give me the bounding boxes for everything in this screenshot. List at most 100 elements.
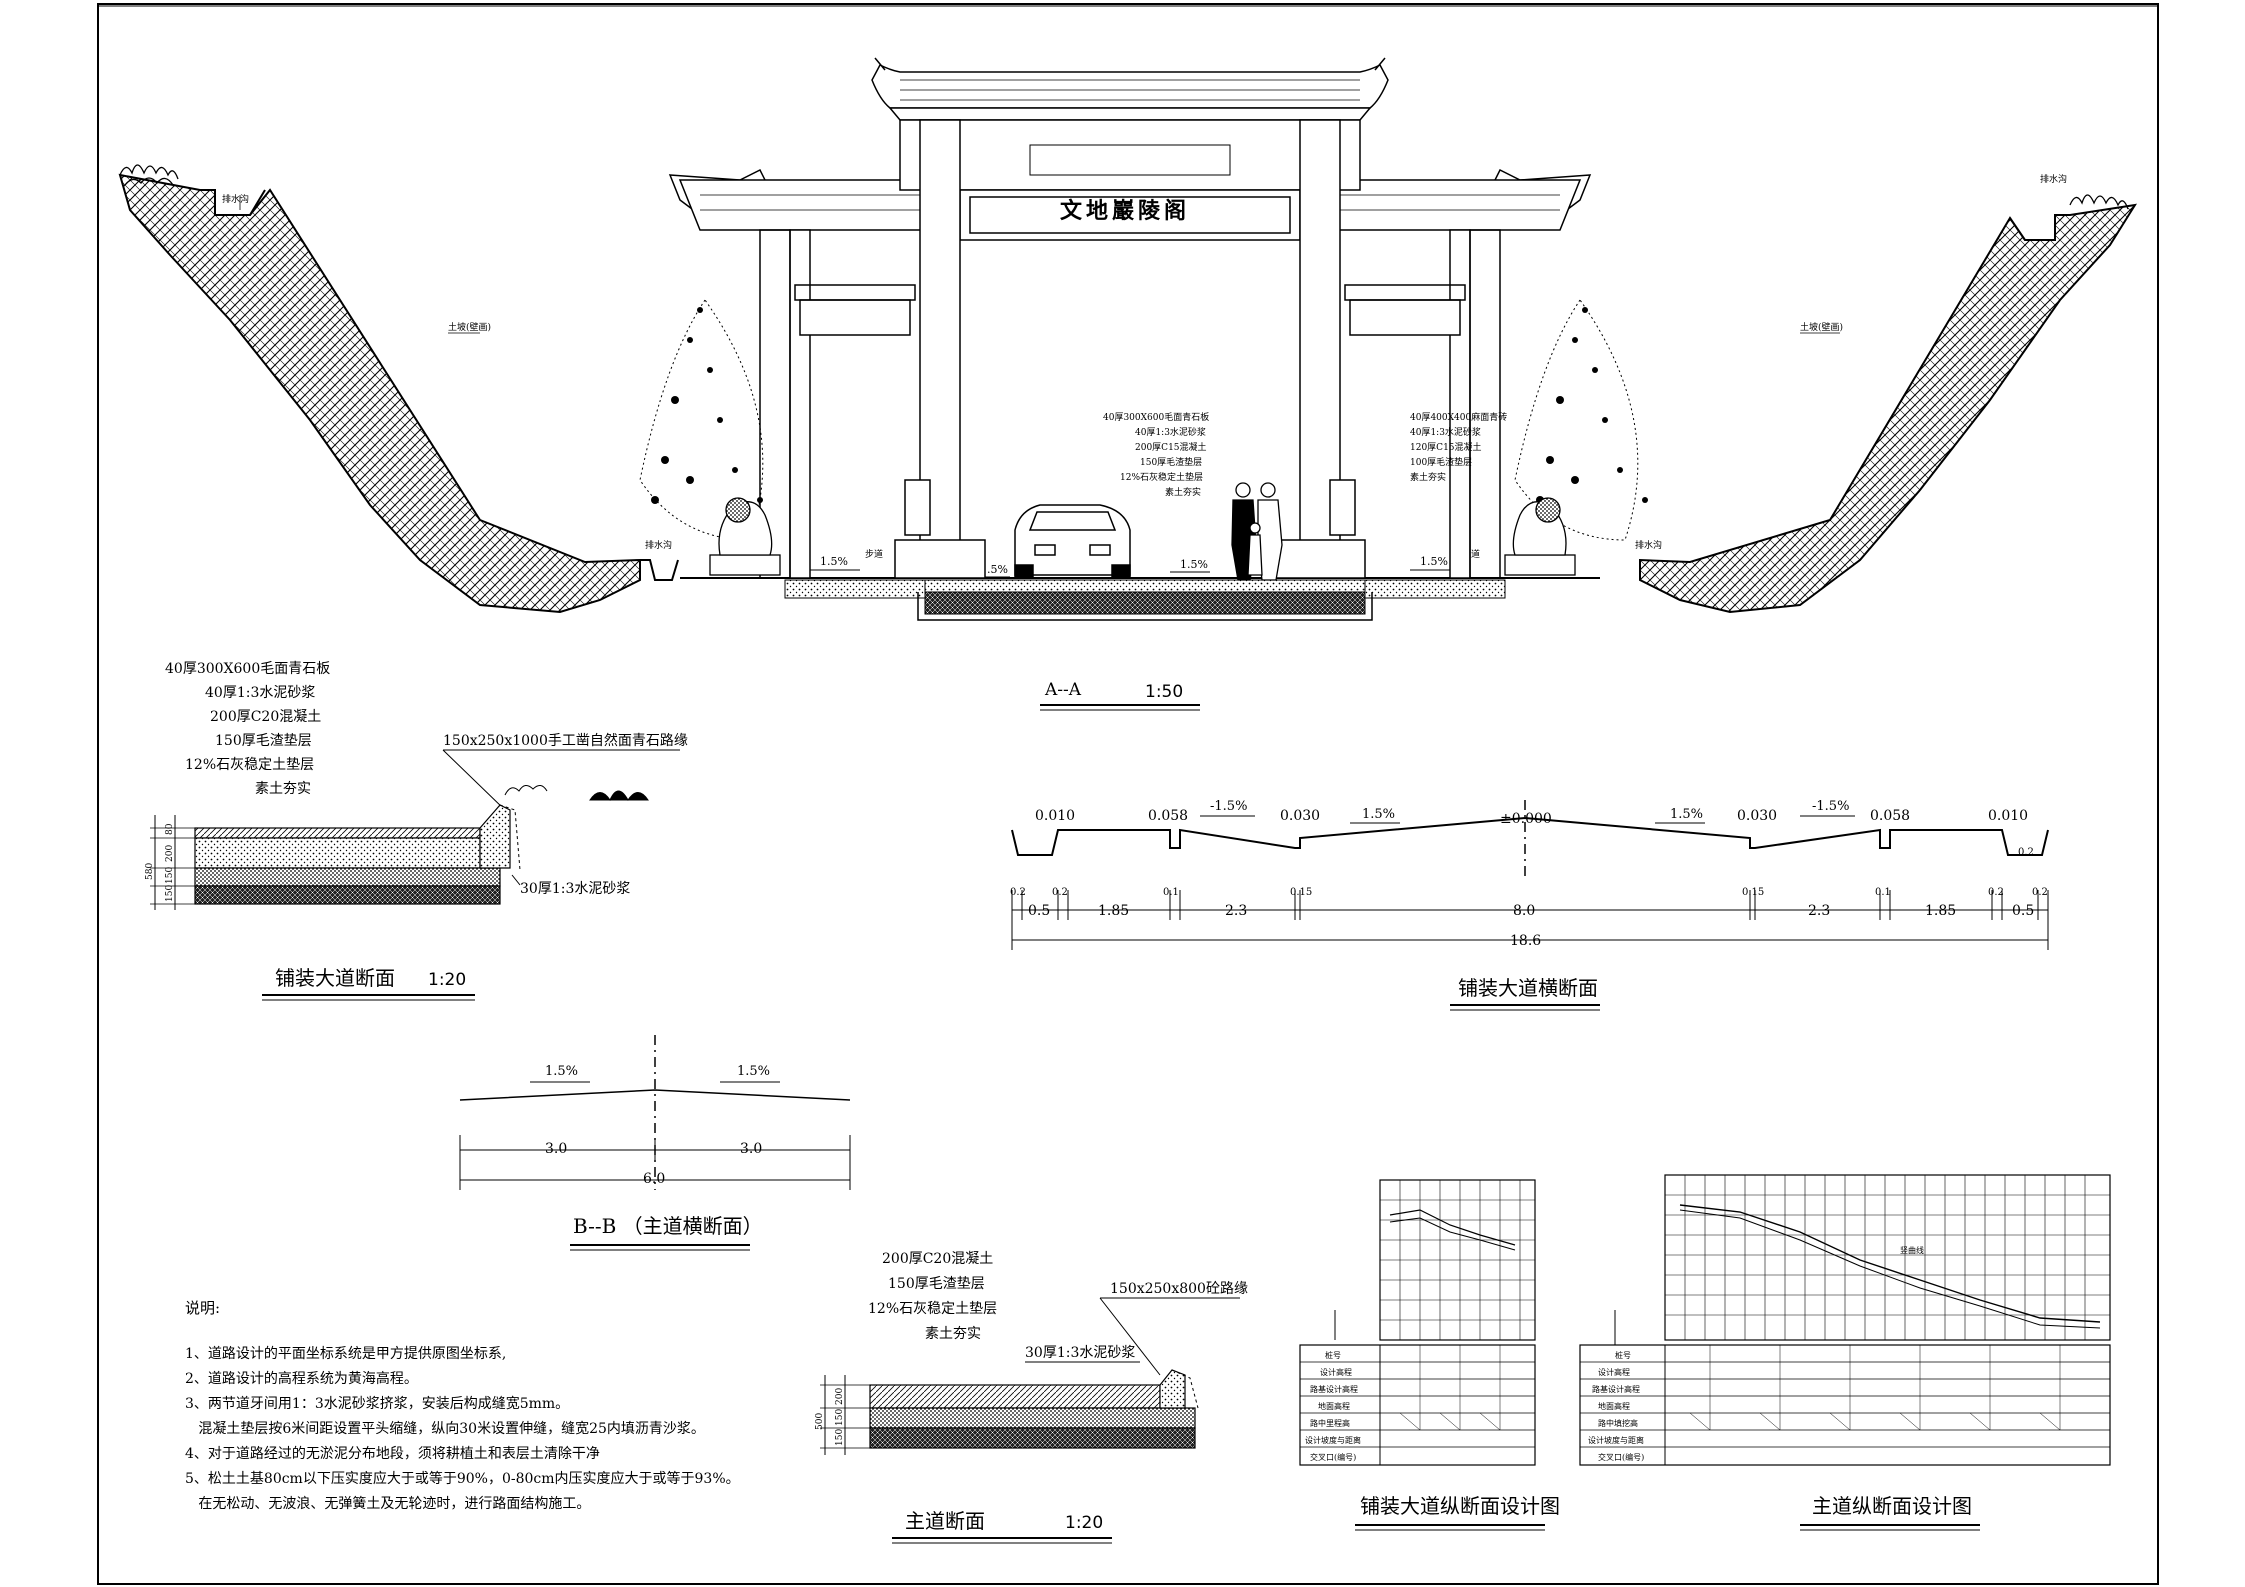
aa-layer-left-5: 12%石灰稳定土垫层 xyxy=(1120,471,1203,483)
lion-statue-left xyxy=(709,497,781,576)
bb-profile xyxy=(459,1089,851,1101)
note-line-6: 5、松土土基80cm以下压实度应大于或等于90%，0-80cm内压实度应大于或等… xyxy=(185,1470,740,1487)
pm-row-3: 路基设计高程 xyxy=(1592,1384,1640,1394)
pc-off-8: 0.2 xyxy=(2032,887,2048,898)
embankment-left xyxy=(118,173,641,614)
note-line-3: 3、两节道牙间用1：3水泥砂浆挤浆，安装后构成缝宽5mm。 xyxy=(185,1395,569,1412)
ps-dim-2: 200 xyxy=(165,845,175,862)
ps-layer-2: 40厚1:3水泥砂浆 xyxy=(205,685,315,701)
pp-row-5: 路中里程高 xyxy=(1310,1418,1350,1428)
ms-curb-label: 150x250x800砼路缘 xyxy=(1110,1281,1248,1297)
ms-curb xyxy=(1159,1369,1186,1409)
ms-scale: 1:20 xyxy=(1065,1513,1103,1533)
road-base-right xyxy=(1364,579,1506,599)
people xyxy=(1231,482,1283,581)
pc-elev-3: 0.030 xyxy=(1280,808,1320,824)
ms-dim-2: 150 xyxy=(835,1409,845,1426)
ps-layer-5: 12%石灰稳定土垫层 xyxy=(185,757,314,773)
road-deep-center xyxy=(924,591,1366,615)
pm-row-2: 设计高程 xyxy=(1598,1367,1630,1377)
ps-mortar-label: 30厚1:3水泥砂浆 xyxy=(520,881,630,897)
label-drain-bottom-right: 排水沟 xyxy=(1635,539,1662,551)
pm-row-6: 设计坡度与距离 xyxy=(1588,1435,1644,1445)
pc-span-7: 0.5 xyxy=(2012,903,2034,919)
ps-dim-total: 580 xyxy=(145,863,155,880)
drain-left-bottom xyxy=(640,559,679,581)
ps-concrete xyxy=(194,837,481,869)
pc-span-3: 2.3 xyxy=(1225,903,1247,919)
ms-title: 主道断面 xyxy=(905,1509,985,1533)
bb-half-left: 3.0 xyxy=(545,1141,567,1157)
ps-curb xyxy=(479,804,511,869)
ps-dim-4: 150 xyxy=(165,885,175,902)
pc-edge-right: 0.2 xyxy=(2018,847,2034,858)
pc-off-2: 0.2 xyxy=(1052,887,1068,898)
pc-title: 铺装大道横断面 xyxy=(1458,976,1598,1000)
bb-half-right: 3.0 xyxy=(740,1141,762,1157)
aa-slope-3: 1.5% xyxy=(1180,558,1208,571)
ps-lime xyxy=(194,885,501,905)
aa-layer-left-4: 150厚毛渣垫层 xyxy=(1140,456,1202,468)
pp-row-1: 桩号 xyxy=(1325,1350,1341,1360)
main-section: 200厚C20混凝土 150厚毛渣垫层 12%石灰稳定土垫层 素土夯实 150x… xyxy=(815,1251,1248,1544)
profile-paving: 桩号 设计高程 路基设计高程 地面高程 路中里程高 设计坡度与距离 交叉口(编号… xyxy=(1299,1179,1560,1531)
pc-span-6: 1.85 xyxy=(1925,903,1956,919)
bb-slope-right: 1.5% xyxy=(737,1064,770,1079)
pc-off-7: 0.2 xyxy=(1988,887,2004,898)
sheet-border xyxy=(97,3,2159,1585)
bb-total: 6.0 xyxy=(643,1171,665,1187)
pc-span-1: 0.5 xyxy=(1028,903,1050,919)
ms-concrete xyxy=(869,1384,1161,1409)
pp-row-7: 交叉口(编号) xyxy=(1310,1452,1356,1462)
bb-title: B--B （主道横断面） xyxy=(573,1214,763,1238)
label-drain-left: 排水沟 xyxy=(222,193,249,205)
ps-gravel xyxy=(194,867,501,887)
ms-lime xyxy=(869,1427,1196,1449)
ps-dim-3: 150 xyxy=(165,867,175,884)
pp-grid xyxy=(1379,1179,1536,1341)
pm-grid xyxy=(1664,1174,2111,1341)
pc-off-6: 0.1 xyxy=(1875,887,1891,898)
note-line-5: 4、对于道路经过的无淤泥分布地段，须将耕植土和表层土清除干净 xyxy=(185,1445,600,1462)
pp-row-6: 设计坡度与距离 xyxy=(1305,1435,1361,1445)
memorial-gate xyxy=(668,57,1592,579)
pm-curve-label: 竖曲线 xyxy=(1900,1245,1924,1255)
ms-layer-4: 素土夯实 xyxy=(925,1326,981,1342)
aa-slope-4: 1.5% xyxy=(1420,555,1448,568)
note-line-4: 混凝土垫层按6米间距设置平头缩缝，纵向30米设置伸缝，缝宽25内填沥青沙浆。 xyxy=(185,1420,705,1437)
pc-slope-4: -1.5% xyxy=(1812,799,1849,814)
ms-dim-3: 150 xyxy=(835,1429,845,1446)
note-line-1: 1、道路设计的平面坐标系统是甲方提供原图坐标系, xyxy=(185,1346,506,1362)
bb-slope-left: 1.5% xyxy=(545,1064,578,1079)
ms-dim-1: 200 xyxy=(835,1388,845,1405)
gate-plaque-text: 文地巖陵阁 xyxy=(1060,198,1190,224)
pc-span-5: 2.3 xyxy=(1808,903,1830,919)
ps-title: 铺装大道断面 xyxy=(275,966,395,990)
ps-shrub xyxy=(504,785,649,802)
paving-cross-section: 0.010 0.058 0.030 ±0.000 0.030 0.058 0.0… xyxy=(1010,799,2049,1011)
pc-elev-7: 0.010 xyxy=(1988,808,2028,824)
pc-profile xyxy=(1011,816,2049,856)
aa-slope-1: 1.5% xyxy=(820,555,848,568)
profile-main: 竖曲线 桩号 设计高程 路基设计高程 地面高程 路中填挖高 设计坡度与距离 交叉… xyxy=(1579,1174,2111,1531)
pc-elev-6: 0.058 xyxy=(1870,808,1910,824)
paving-section: 40厚300X600毛面青石板 40厚1:3水泥砂浆 200厚C20混凝土 15… xyxy=(145,661,688,1001)
aa-layer-right-3: 120厚C15混凝土 xyxy=(1410,441,1482,453)
aa-slopes: 1.5% 1.5% 1.5% 1.5% xyxy=(810,555,1460,578)
tree-left xyxy=(639,299,764,541)
car xyxy=(1014,504,1131,578)
aa-scale: 1:50 xyxy=(1145,682,1183,702)
pp-title: 铺装大道纵断面设计图 xyxy=(1360,1494,1560,1518)
aa-layer-left-2: 40厚1:3水泥砂浆 xyxy=(1135,426,1206,438)
pc-off-1: 0.2 xyxy=(1010,887,1026,898)
note-line-2: 2、道路设计的高程系统为黄海高程。 xyxy=(185,1370,418,1387)
pc-total: 18.6 xyxy=(1510,933,1541,949)
aa-layer-right-5: 素土夯实 xyxy=(1410,471,1446,483)
label-slope-left: 土坡(壁画) xyxy=(448,321,491,333)
note-line-7: 在无松动、无波浪、无弹簧土及无轮迹时，进行路面结构施工。 xyxy=(185,1496,590,1512)
aa-title: A--A xyxy=(1044,680,1082,700)
pc-elev-1: 0.010 xyxy=(1035,808,1075,824)
pc-elev-5: 0.030 xyxy=(1737,808,1777,824)
aa-layers-right: 40厚400X400麻面青砖 40厚1:3水泥砂浆 120厚C15混凝土 100… xyxy=(1410,411,1507,483)
